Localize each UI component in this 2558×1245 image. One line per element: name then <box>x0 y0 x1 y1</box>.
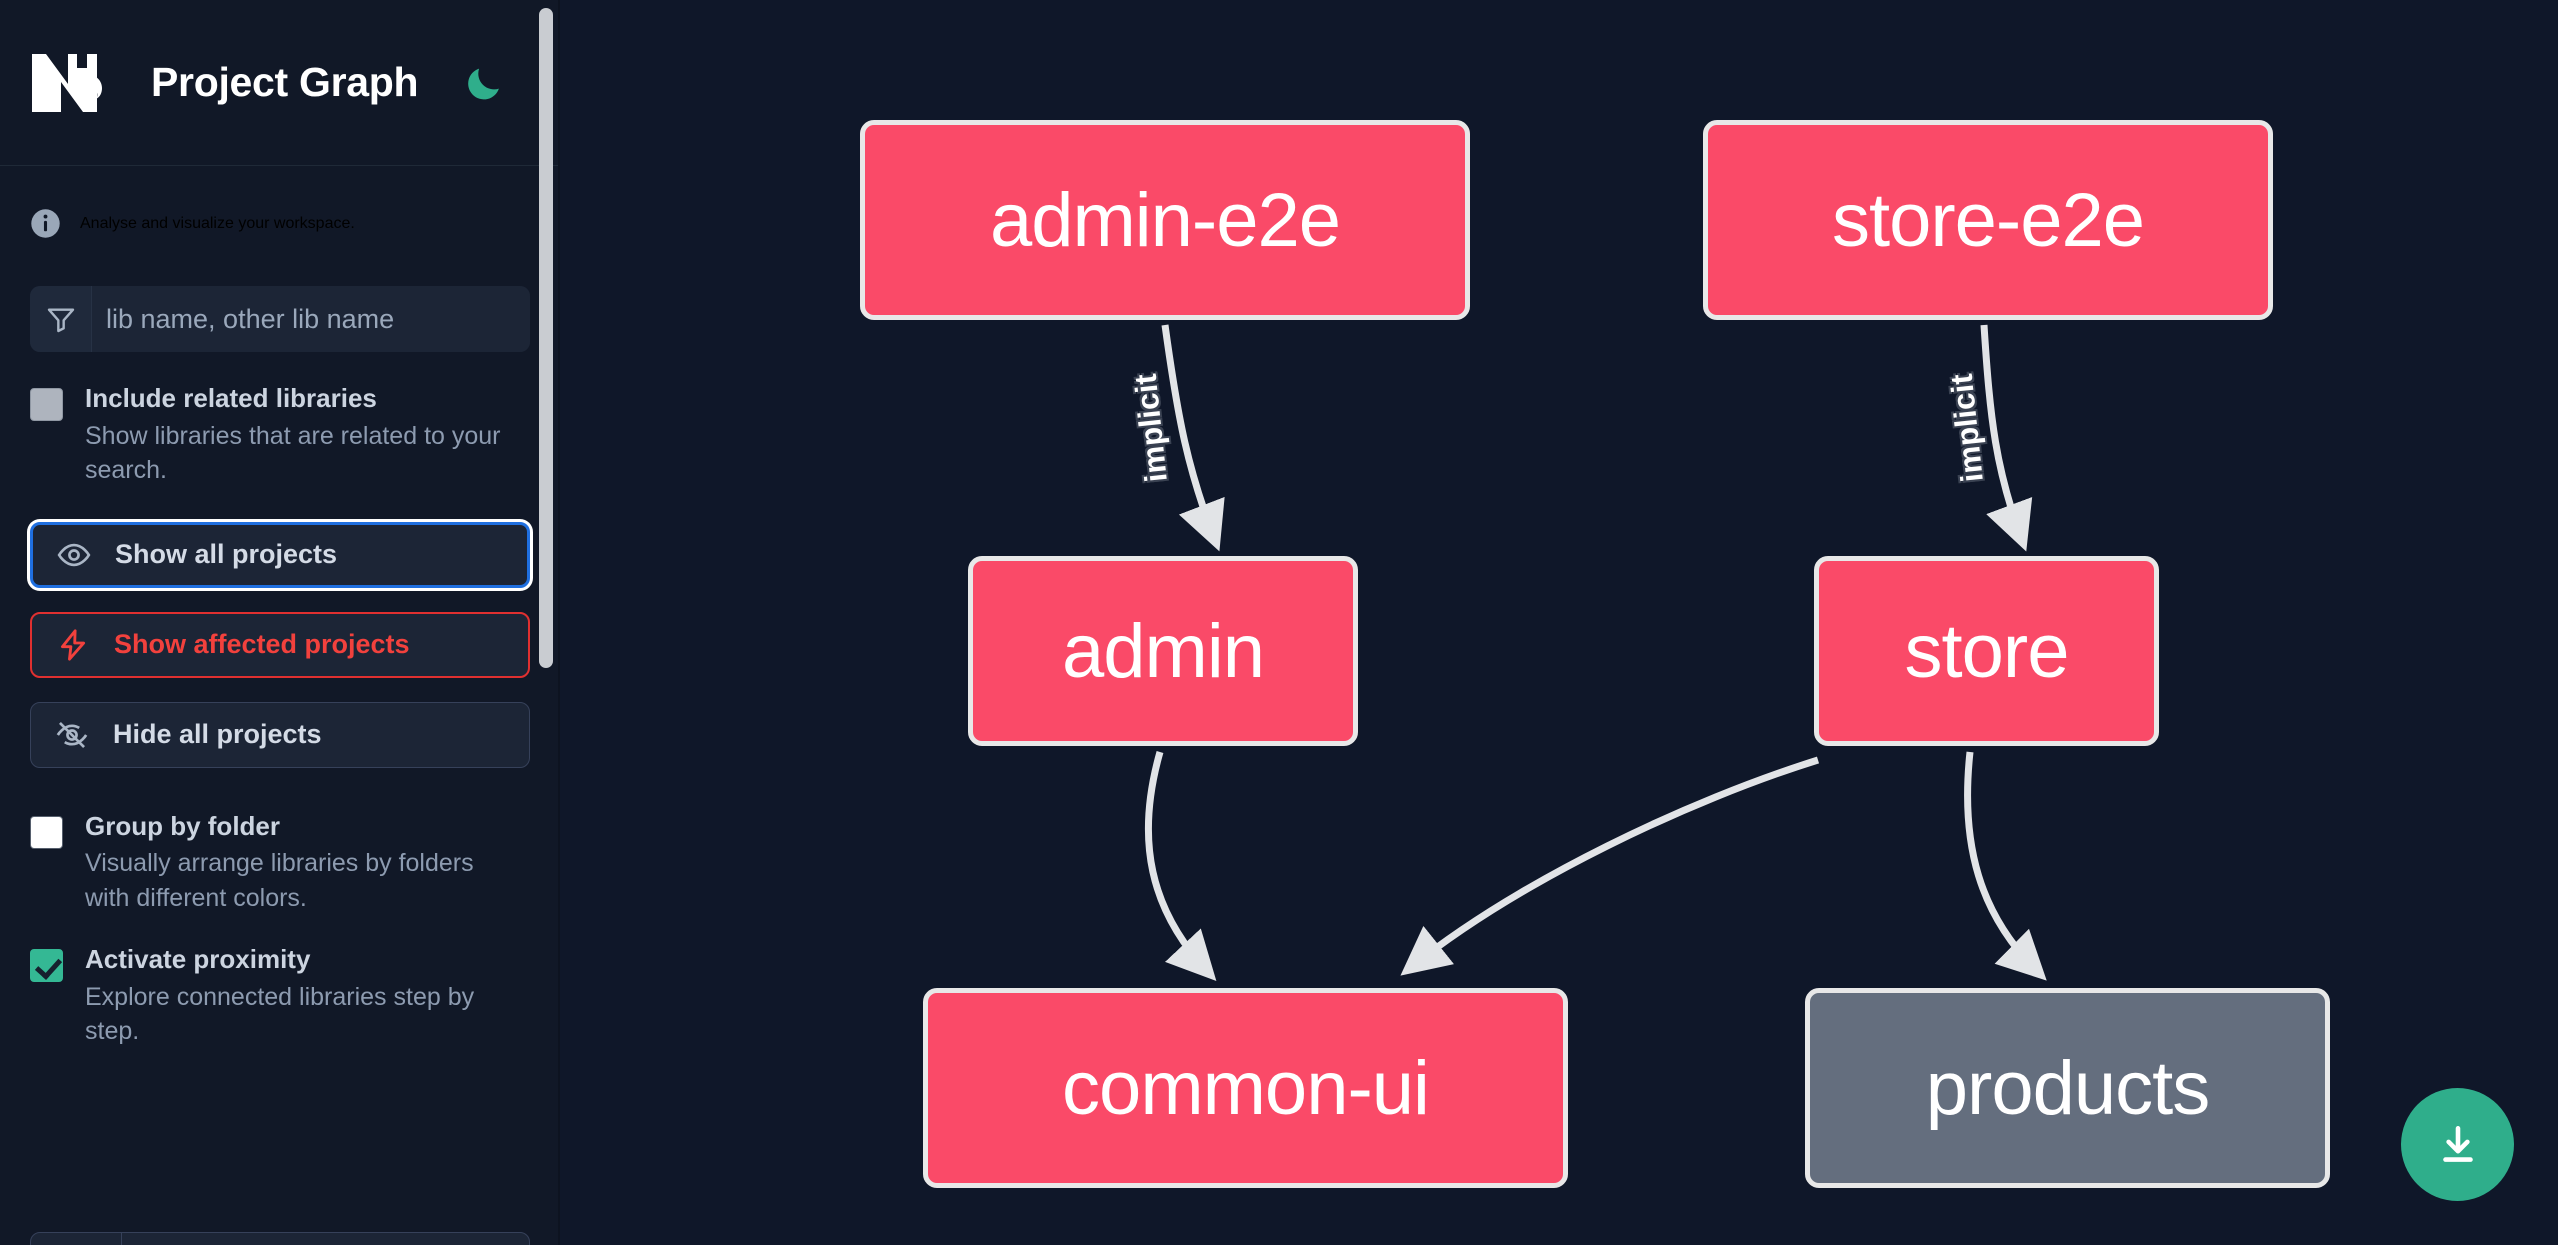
graph-node-store-e2e[interactable]: store-e2e <box>1703 120 2273 320</box>
node-label: admin-e2e <box>989 177 1341 263</box>
option-texts: Include related libraries Show libraries… <box>85 382 530 488</box>
checkbox-col <box>30 943 85 1049</box>
option-description: Visually arrange libraries by folders wi… <box>85 849 474 912</box>
projects-button-group: Show all projects Show affected projects <box>0 488 560 768</box>
graph-canvas[interactable]: admin-e2e store-e2e admin store common-u… <box>560 0 2558 1245</box>
sidebar: Project Graph Analyse and visualize your… <box>0 0 560 1245</box>
option-texts: Group by folder Visually arrange librari… <box>85 810 530 916</box>
activate-proximity-checkbox[interactable] <box>30 949 63 982</box>
filter-icon[interactable] <box>30 286 92 352</box>
option-description: Explore connected libraries step by step… <box>85 982 475 1046</box>
node-label: admin <box>1062 608 1265 694</box>
graph-edges <box>1144 324 2047 981</box>
proximity-stepper-partial[interactable] <box>30 1232 530 1245</box>
node-label: products <box>1925 1045 2210 1131</box>
hide-all-projects-label: Hide all projects <box>113 719 322 749</box>
node-label: store <box>1904 608 2070 694</box>
sidebar-edge <box>558 0 560 1245</box>
node-label: common-ui <box>1062 1045 1430 1131</box>
eye-icon <box>57 538 91 572</box>
option-description: Show libraries that are related to your … <box>85 421 501 485</box>
moon-icon[interactable] <box>461 60 507 106</box>
hide-all-projects-button[interactable]: Hide all projects <box>30 701 530 768</box>
eye-off-icon <box>55 718 89 752</box>
lightning-icon <box>56 628 90 662</box>
search-input[interactable] <box>92 286 530 352</box>
option-texts: Activate proximity Explore connected lib… <box>85 943 530 1049</box>
node-label: store-e2e <box>1831 177 2145 263</box>
download-button[interactable] <box>2401 1088 2514 1201</box>
download-icon <box>2442 1125 2473 1162</box>
checkbox-col <box>30 810 85 916</box>
nx-logo-icon <box>30 52 118 114</box>
option-title: Activate proximity <box>85 944 311 974</box>
include-related-libraries-checkbox[interactable] <box>30 388 63 421</box>
search-bar <box>30 286 530 352</box>
graph-node-admin[interactable]: admin <box>968 556 1358 746</box>
tagline-text: Analyse and visualize your workspace. <box>80 214 355 232</box>
page-title: Project Graph <box>151 59 419 105</box>
sidebar-scrollbar[interactable] <box>539 8 553 668</box>
show-all-projects-button[interactable]: Show all projects <box>30 521 530 588</box>
info-icon <box>30 208 61 239</box>
option-include-related-libraries[interactable]: Include related libraries Show libraries… <box>0 352 560 488</box>
tagline-row: Analyse and visualize your workspace. <box>0 166 560 239</box>
option-title: Include related libraries <box>85 383 377 413</box>
option-title: Group by folder <box>85 810 280 841</box>
show-all-projects-label: Show all projects <box>115 539 338 569</box>
graph-node-admin-e2e[interactable]: admin-e2e <box>860 120 1470 320</box>
option-group-by-folder[interactable]: Group by folder Visually arrange librari… <box>0 768 560 916</box>
graph-node-store[interactable]: store <box>1814 556 2159 746</box>
graph-node-products[interactable]: products <box>1805 988 2330 1188</box>
sidebar-header: Project Graph <box>0 0 560 166</box>
graph-node-common-ui[interactable]: common-ui <box>923 988 1568 1188</box>
show-affected-projects-label: Show affected projects <box>114 629 410 659</box>
show-affected-projects-button[interactable]: Show affected projects <box>30 611 530 678</box>
option-activate-proximity[interactable]: Activate proximity Explore connected lib… <box>0 915 560 1049</box>
divider <box>121 1233 122 1245</box>
checkbox-col <box>30 382 85 488</box>
group-by-folder-checkbox[interactable] <box>30 815 63 849</box>
